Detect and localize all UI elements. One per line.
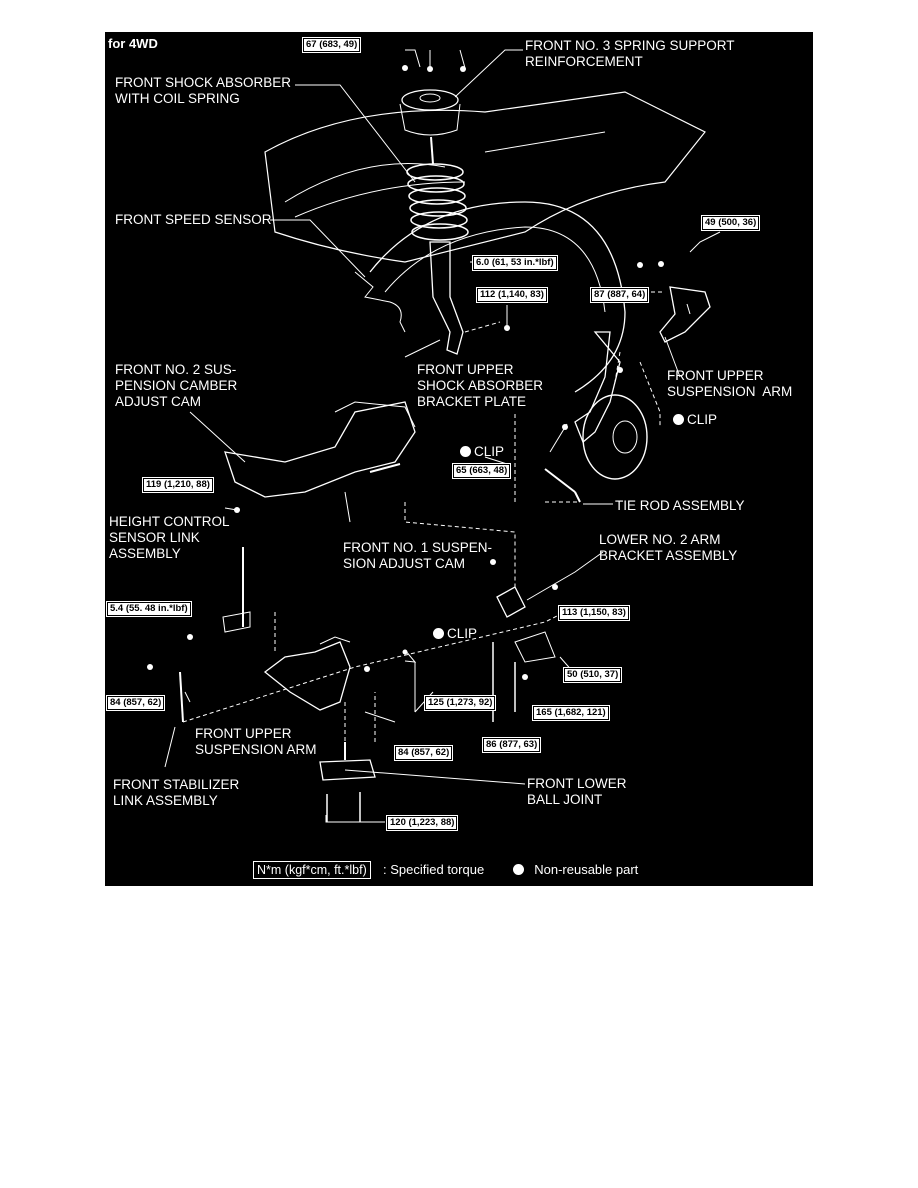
- label-upper-arm-right: FRONT UPPER SUSPENSION ARM: [667, 368, 793, 399]
- label-shock-absorber: FRONT SHOCK ABSORBER WITH COIL SPRING: [115, 75, 292, 106]
- crossmember: [224, 401, 416, 498]
- label-upper-shock-bracket: FRONT UPPER SHOCK ABSORBER BRACKET PLATE: [417, 362, 544, 409]
- torque-125: 125 (1,273, 92): [423, 695, 497, 711]
- torque-112: 112 (1,140, 83): [476, 287, 548, 303]
- upper-mount: [401, 89, 459, 111]
- label-spring-support: FRONT NO. 3 SPRING SUPPORT REINFORCEMENT: [525, 38, 735, 69]
- label-stabilizer-link: FRONT STABILIZER LINK ASSEMBLY: [113, 777, 240, 808]
- label-lower-ball-joint: FRONT LOWER BALL JOINT: [527, 776, 627, 807]
- clip-left-text: CLIP: [474, 444, 505, 459]
- legend-non-reusable-text: Non-reusable part: [534, 862, 639, 877]
- lower-arm: [263, 641, 351, 711]
- body-panel: [264, 91, 706, 263]
- torque-5-4: 5.4 (55. 48 in.*lbf): [106, 601, 192, 617]
- torque-165: 165 (1,682, 121): [532, 705, 610, 721]
- torque-113: 113 (1,150, 83): [558, 605, 630, 621]
- torque-120: 120 (1,223, 88): [385, 815, 459, 831]
- crossmember-top: [334, 401, 416, 428]
- torque-6-0: 6.0 (61, 53 in.*lbf): [472, 255, 558, 271]
- brake-hub: [612, 420, 638, 454]
- legend-torque-text: : Specified torque: [383, 862, 485, 877]
- lower-arm-bracket-shape: [496, 586, 526, 618]
- ball-joint-shape: [319, 759, 376, 781]
- fender-arch-inner: [384, 226, 606, 313]
- shock-body: [429, 241, 464, 355]
- label-speed-sensor: FRONT SPEED SENSOR: [115, 212, 272, 227]
- label-tie-rod: TIE ROD ASSEMBLY: [615, 498, 745, 513]
- label-clip-lower: CLIP: [433, 626, 477, 642]
- speed-sensor-wire: [354, 271, 406, 333]
- upper-arm-right: [659, 286, 711, 343]
- torque-49: 49 (500, 36): [700, 215, 761, 231]
- label-upper-arm-lower: FRONT UPPER SUSPENSION ARM: [195, 726, 317, 757]
- label-clip-right: CLIP: [673, 412, 717, 428]
- torque-87: 87 (887, 64): [589, 287, 650, 303]
- brake-disc: [582, 394, 648, 480]
- upper-mount-hole: [419, 93, 441, 103]
- diagram-title: for 4WD: [108, 36, 158, 51]
- label-lower-arm-bracket: LOWER NO. 2 ARM BRACKET ASSEMBLY: [599, 532, 738, 563]
- clip-lower-text: CLIP: [447, 626, 478, 641]
- legend-non-reusable: Non-reusable part: [513, 862, 638, 877]
- torque-86: 86 (877, 63): [481, 737, 542, 753]
- non-reusable-dot-icon: [433, 628, 444, 639]
- tie-rod: [544, 468, 581, 503]
- non-reusable-dot-icon: [460, 446, 471, 457]
- coil-spring: [406, 163, 469, 241]
- suspension-diagram: for 4WD FRONT NO. 3 SPRING SUPPORT REINF…: [105, 32, 813, 886]
- torque-84-left: 84 (857, 62): [105, 695, 166, 711]
- torque-65: 65 (663, 48): [451, 463, 512, 479]
- torque-67: 67 (683, 49): [301, 37, 362, 53]
- label-camber-cam: FRONT NO. 2 SUS- PENSION CAMBER ADJUST C…: [115, 362, 238, 409]
- clip-right-text: CLIP: [687, 412, 718, 427]
- non-reusable-dot-icon: [513, 864, 524, 875]
- fender-arch: [369, 201, 626, 393]
- lower-bracket-plate: [514, 631, 556, 663]
- stabilizer-link-rod: [179, 671, 184, 723]
- upper-mount-base: [399, 103, 461, 136]
- label-clip-left: CLIP: [460, 444, 504, 460]
- legend-torque-box: N*m (kgf*cm, ft.*lbf): [253, 861, 371, 879]
- non-reusable-dot-icon: [673, 414, 684, 425]
- label-height-control: HEIGHT CONTROL SENSOR LINK ASSEMBLY: [109, 514, 230, 561]
- torque-119: 119 (1,210, 88): [142, 477, 214, 493]
- torque-50: 50 (510, 37): [562, 667, 623, 683]
- label-adjust-cam: FRONT NO. 1 SUSPEN- SION ADJUST CAM: [343, 540, 493, 571]
- torque-84-right: 84 (857, 62): [393, 745, 454, 761]
